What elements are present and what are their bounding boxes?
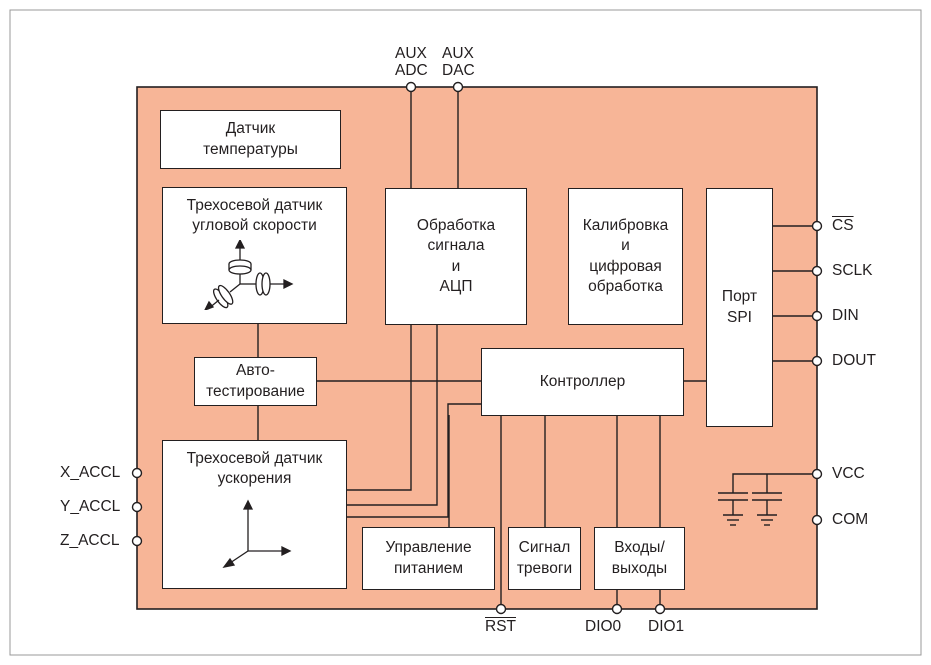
controller-label: Контроллер [539,372,626,390]
pin-label-vcc: VCC [832,465,865,482]
gyro-line-1: Трехосевой датчик [186,197,323,214]
io-line-1: Входы/ [614,539,665,557]
spi-port-line-1: Порт [721,288,758,306]
pin-rst [495,603,507,615]
io-line-2: выходы [611,559,668,577]
power-mgmt-line-1: Управление [385,539,472,557]
pin-label-com: COM [832,511,869,528]
accel-line-2: ускорения [217,470,292,488]
pin-label-sclk: SCLK [832,262,873,279]
pin-cs [811,220,823,232]
pin-dio0 [611,603,623,615]
wires [257,87,817,607]
signal-proc-line-1: Обработка [416,217,496,235]
pin-label-din: DIN [832,307,859,324]
pin-label-dio1: DIO1 [648,618,685,635]
signal-processing-block: Обработка сигнала и АЦП [385,188,527,325]
gyro-line-2: угловой скорости [192,217,317,235]
signal-proc-line-4: АЦП [439,277,473,295]
self-test-line-1: Авто- [236,362,275,380]
pin-label-aux-2: AUX [442,45,474,62]
pin-terminals [131,81,823,615]
gyro-block: Трехосевой датчик угловой скорости [162,187,347,324]
accelerometer-block: Трехосевой датчик ускорения [162,440,347,589]
spi-port-block: Порт SPI [706,188,773,427]
pin-aux-dac [452,81,464,93]
accelerometer-axes-icon [221,499,291,569]
pin-dout [811,355,823,367]
self-test-block: Авто- тестирование [194,357,317,406]
alarm-block: Сигнал тревоги [508,527,581,590]
pin-dio1 [654,603,666,615]
io-block: Входы/ выходы [594,527,685,590]
pin-x-accl [131,467,143,479]
pin-z-accl [131,535,143,547]
gyroscope-icon [203,240,293,311]
pin-label-rst: RST [485,618,516,635]
pin-label-x-accl: X_ACCL [60,464,121,481]
pin-aux-adc [405,81,417,93]
pin-label-cs: CS [832,217,854,234]
temp-sensor-line-2: температуры [203,140,298,158]
calibration-line-2: и [621,237,630,255]
signal-proc-line-3: и [451,257,461,275]
pin-label-aux-1: AUX [395,45,427,62]
pin-label-y-accl: Y_ACCL [60,498,121,515]
pin-label-dout: DOUT [832,352,876,369]
spi-port-line-2: SPI [727,308,752,326]
calibration-line-3: цифровая [589,257,662,275]
accel-line-1: Трехосевой датчик [186,450,323,467]
pin-label-dio0: DIO0 [585,618,622,635]
alarm-line-1: Сигнал [518,539,571,557]
temp-sensor-block: Датчик температуры [160,110,341,169]
temp-sensor-line-1: Датчик [225,120,276,138]
calibration-line-4: обработка [588,277,663,295]
power-mgmt-line-2: питанием [393,559,464,577]
pin-y-accl [131,501,143,513]
calibration-line-1: Калибровка [582,217,669,235]
pin-sclk [811,265,823,277]
pin-din [811,310,823,322]
calibration-block: Калибровка и цифровая обработка [568,188,683,325]
pin-vcc [811,468,823,480]
controller-block: Контроллер [481,348,684,416]
self-test-line-2: тестирование [206,382,305,400]
pin-label-dac: DAC [442,62,475,79]
power-management-block: Управление питанием [362,527,495,590]
signal-proc-line-2: сигнала [427,237,485,255]
capacitors [718,492,782,526]
pin-com [811,514,823,526]
pin-label-z-accl: Z_ACCL [60,532,120,549]
pin-label-adc: ADC [395,62,428,79]
alarm-line-2: тревоги [516,559,573,577]
